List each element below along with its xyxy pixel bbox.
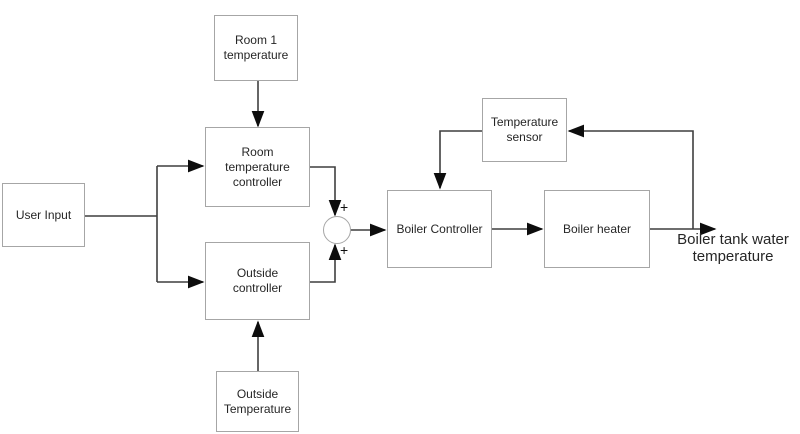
node-label: Room temperature controller <box>225 144 290 189</box>
node-label: Outside controller <box>232 266 283 295</box>
node-outside-temperature: Outside Temperature <box>216 371 299 432</box>
node-label: Boiler heater <box>562 221 632 236</box>
node-label: Room 1 temperature <box>223 33 289 62</box>
node-room-temperature-controller: Room temperature controller <box>205 127 310 207</box>
node-outside-controller: Outside controller <box>205 242 310 320</box>
node-boiler-heater: Boiler heater <box>544 190 650 268</box>
node-label: Outside Temperature <box>223 386 292 416</box>
summing-junction <box>323 216 351 244</box>
node-user-input: User Input <box>2 183 85 247</box>
node-label: User Input <box>15 207 72 222</box>
arrow-outside-controller-to-sum <box>310 243 342 283</box>
output-label: Boiler tank water temperature <box>677 231 789 265</box>
node-room1-temperature: Room 1 temperature <box>214 15 298 81</box>
summing-plus-top: + <box>340 199 349 215</box>
arrow-feedback-to-temperature-sensor <box>567 124 694 229</box>
arrow-room-controller-to-sum <box>310 166 342 217</box>
summing-plus-bottom: + <box>340 242 349 258</box>
node-temperature-sensor: Temperature sensor <box>482 98 567 162</box>
node-label: Boiler Controller <box>396 221 483 236</box>
arrow-sensor-to-boiler-controller <box>433 130 482 190</box>
node-boiler-controller: Boiler Controller <box>387 190 492 268</box>
node-label: Temperature sensor <box>490 115 559 144</box>
